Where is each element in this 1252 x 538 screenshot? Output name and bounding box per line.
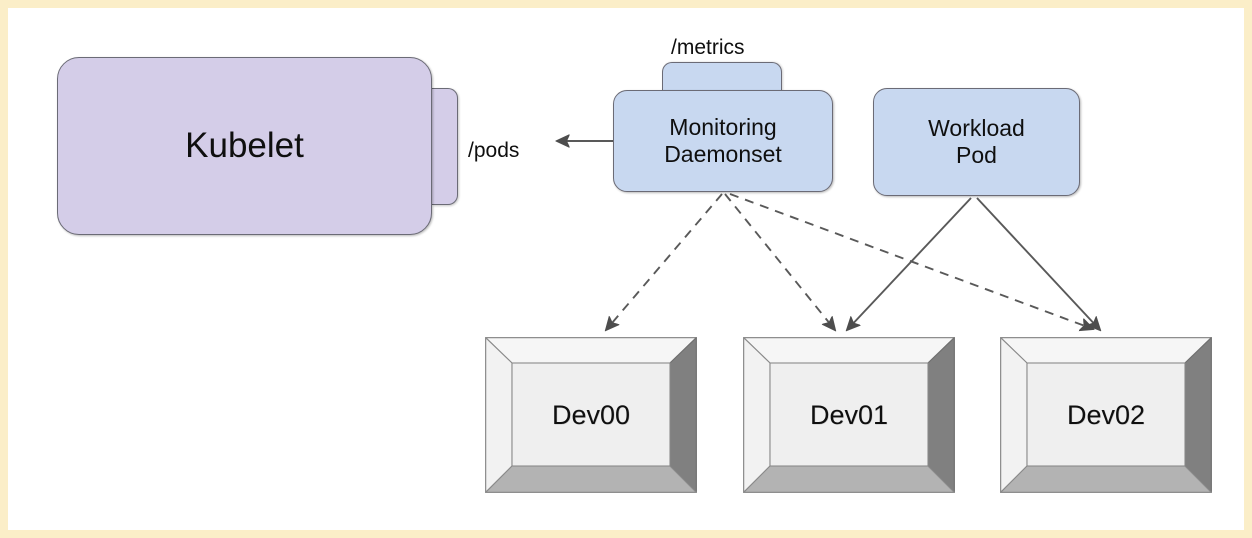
device-bevel-dev02 bbox=[1000, 337, 1212, 493]
label-pods: /pods bbox=[468, 139, 520, 162]
device-node-dev01[interactable]: Dev01 bbox=[743, 337, 955, 493]
kubelet-pods-endpoint-tab[interactable] bbox=[432, 88, 458, 205]
device-bevel-dev01 bbox=[743, 337, 955, 493]
node-workload-pod-label: Workload Pod bbox=[928, 115, 1025, 168]
node-monitoring-daemonset[interactable]: Monitoring Daemonset bbox=[613, 90, 833, 192]
label-metrics: /metrics bbox=[671, 36, 745, 59]
device-node-dev00[interactable]: Dev00 bbox=[485, 337, 697, 493]
device-label-dev00: Dev00 bbox=[551, 399, 631, 430]
diagram-stage: Kubelet /pods /metrics Monitoring Daemon… bbox=[8, 8, 1244, 530]
edge-monitoring-to-dev01 bbox=[724, 193, 835, 330]
edge-workload-to-dev02 bbox=[976, 197, 1100, 330]
edge-workload-to-dev01 bbox=[847, 197, 972, 330]
device-bevel-dev00 bbox=[485, 337, 697, 493]
device-node-dev02[interactable]: Dev02 bbox=[1000, 337, 1212, 493]
node-kubelet[interactable]: Kubelet bbox=[57, 57, 432, 235]
edge-monitoring-to-dev02 bbox=[729, 193, 1093, 329]
node-kubelet-label: Kubelet bbox=[185, 125, 304, 165]
node-workload-pod[interactable]: Workload Pod bbox=[873, 88, 1080, 196]
device-label-dev02: Dev02 bbox=[1066, 399, 1146, 430]
edge-monitoring-to-dev00 bbox=[606, 193, 723, 330]
node-monitoring-daemonset-label: Monitoring Daemonset bbox=[664, 114, 782, 167]
device-label-dev01: Dev01 bbox=[809, 399, 889, 430]
